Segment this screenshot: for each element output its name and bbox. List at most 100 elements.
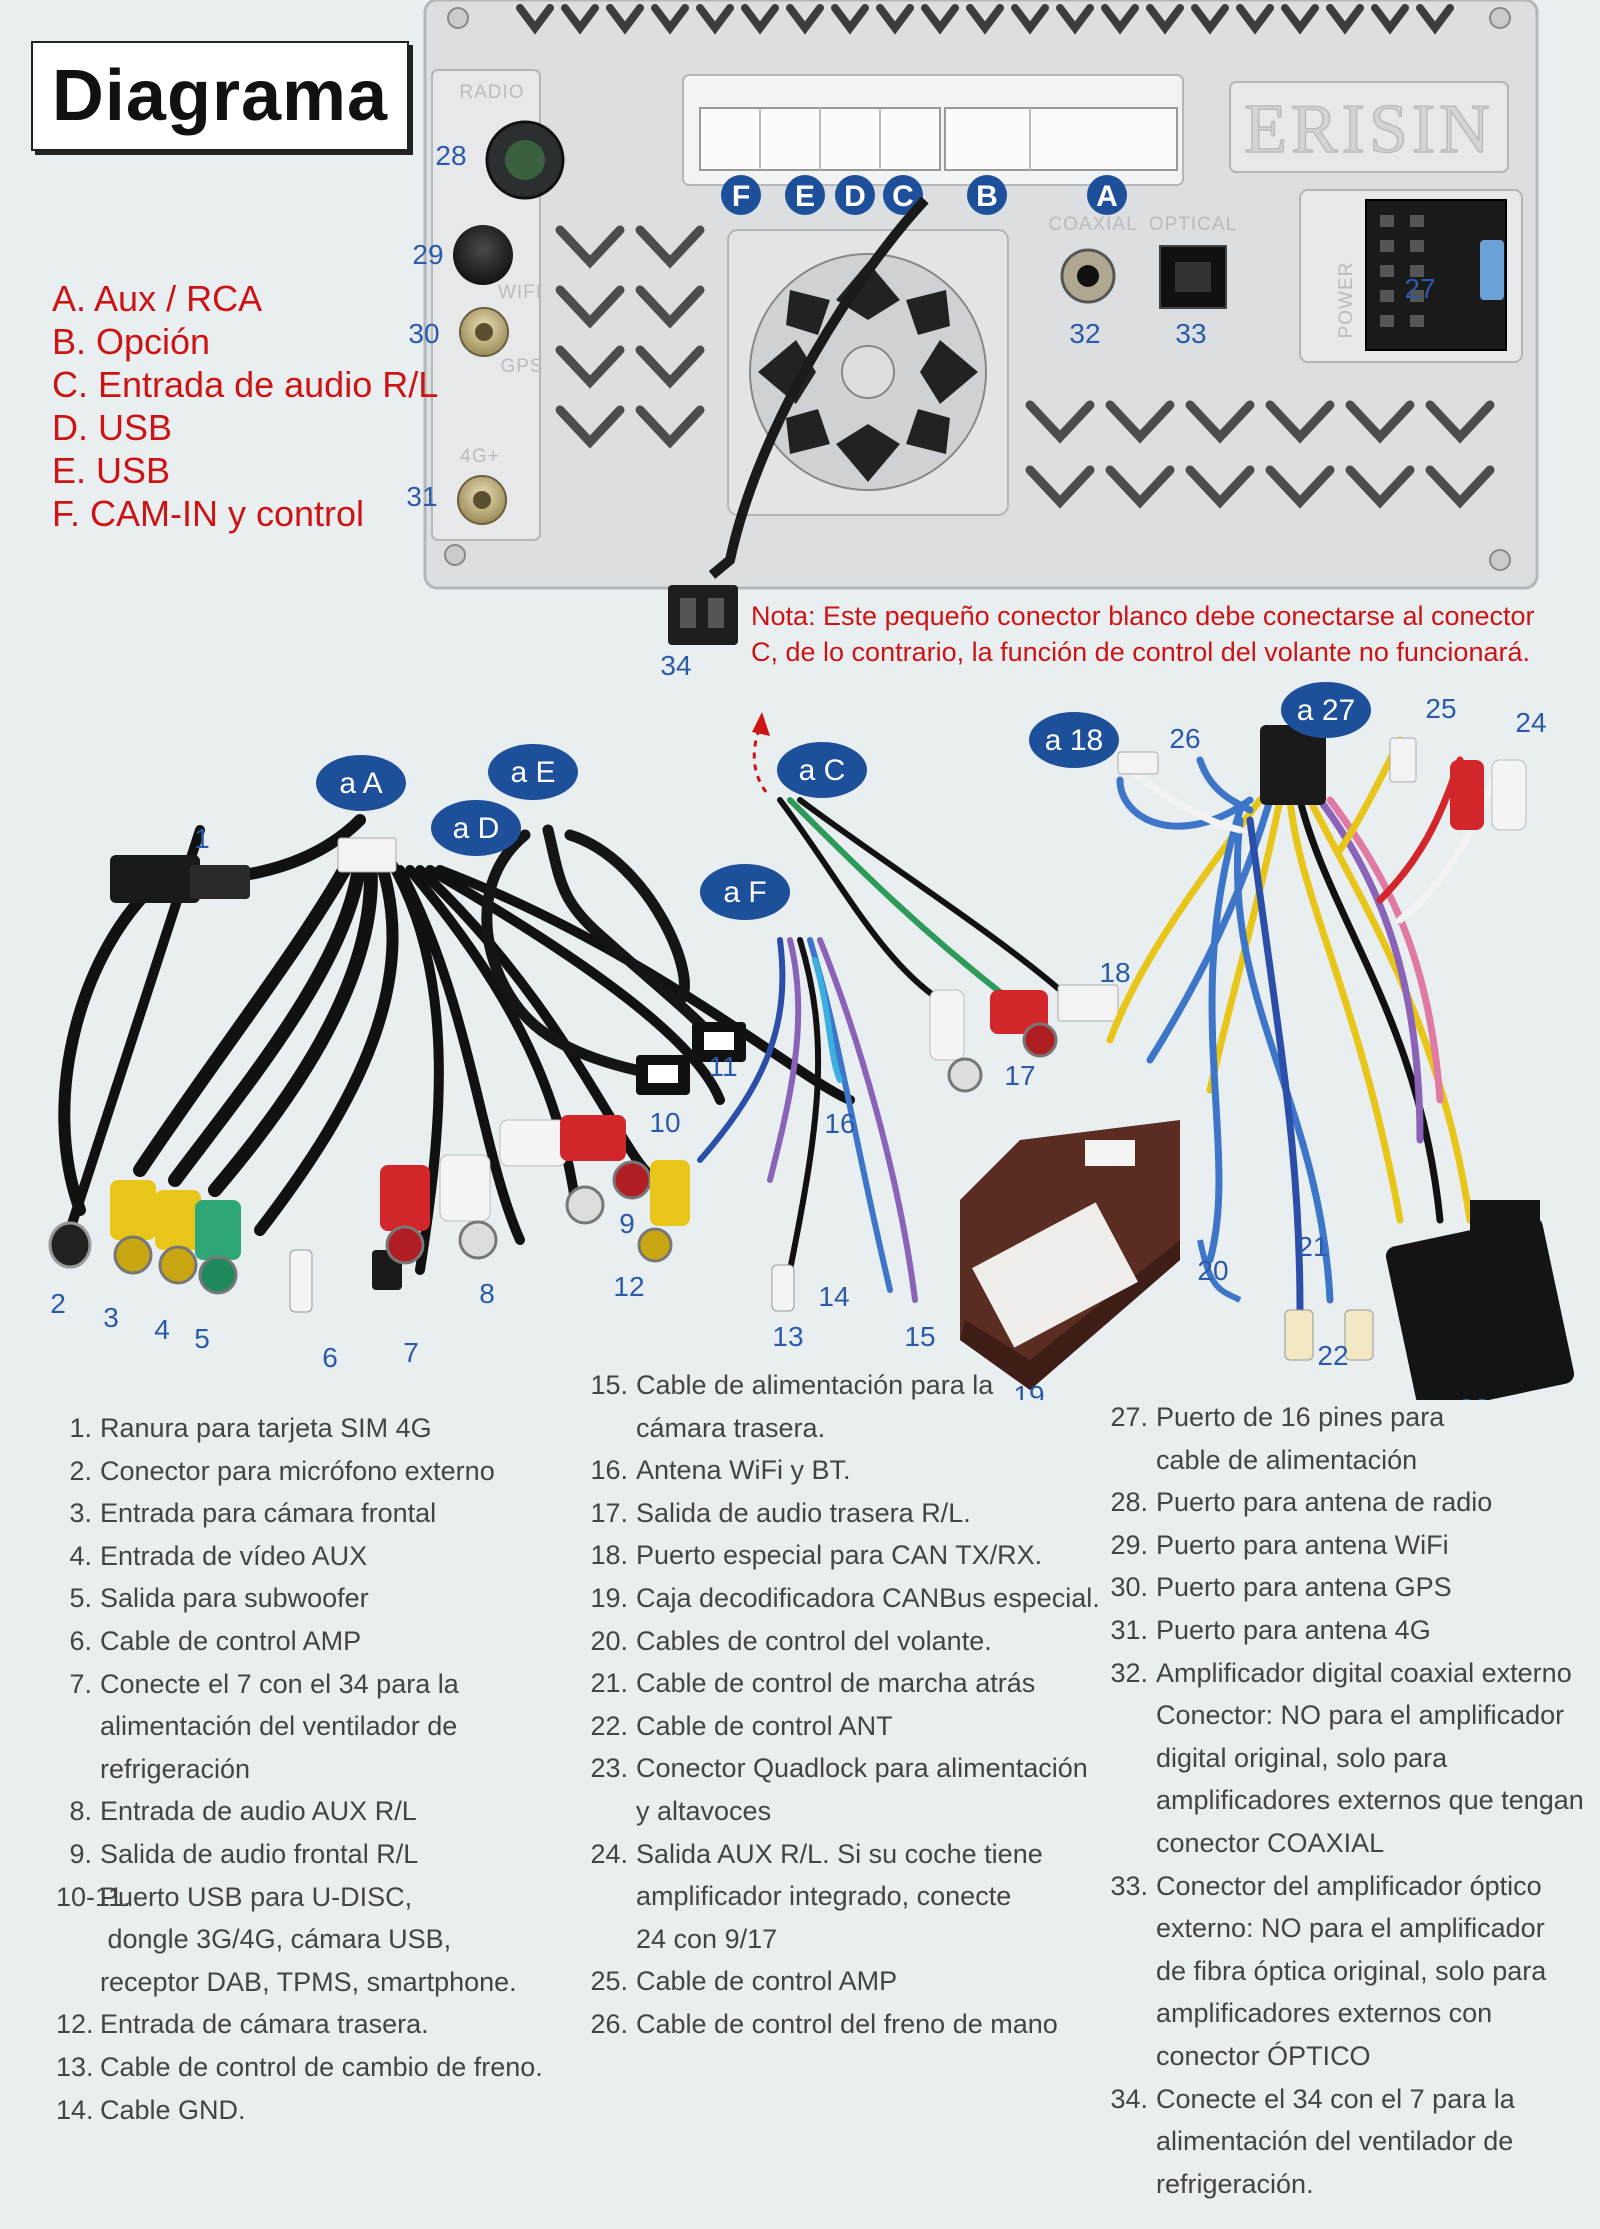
description-item: 31.Puerto para antena 4G xyxy=(1096,1609,1584,1652)
callout-10: 10 xyxy=(649,1107,680,1138)
item-text: amplificadores externos con xyxy=(1156,1998,1493,2029)
item-number xyxy=(1096,1950,1156,1993)
fourg-label: 4G+ xyxy=(460,446,499,467)
item-number xyxy=(56,1748,100,1791)
note-arrow xyxy=(752,721,768,793)
item-number: 33. xyxy=(1110,1870,1148,1901)
callout-17: 17 xyxy=(1004,1060,1035,1091)
wifi-antenna-cap xyxy=(453,225,513,285)
callout-16: 16 xyxy=(824,1108,855,1139)
usb-cables xyxy=(481,824,721,1086)
port-letter-a: A xyxy=(1096,180,1118,213)
item-number: 30. xyxy=(1110,1572,1148,1603)
description-item: 19.Caja decodificadora CANBus especial. xyxy=(576,1577,1100,1620)
item-number: 25. xyxy=(590,1966,628,1997)
description-item: 22.Cable de control ANT xyxy=(576,1705,1100,1748)
item-number xyxy=(1096,2035,1156,2078)
connector-bubbles: a A a E a D a F a C a 18 a 27 xyxy=(316,682,1371,920)
description-item: 29.Puerto para antena WiFi xyxy=(1096,1524,1584,1567)
legend-item: B. Opción xyxy=(52,321,211,362)
item-text: Salida de audio trasera R/L. xyxy=(636,1497,971,1528)
description-item: externo: NO para el amplificador xyxy=(1096,1907,1584,1950)
item-text: Entrada de cámara trasera. xyxy=(100,2009,429,2040)
description-item: alimentación del ventilador de xyxy=(56,1705,543,1748)
item-number: 8. xyxy=(69,1796,92,1827)
fan-connector xyxy=(668,585,738,645)
power-label: POWER xyxy=(1336,262,1357,339)
callout-6: 6 xyxy=(322,1342,338,1373)
callout-30: 30 xyxy=(408,318,439,349)
item-text: Cable GND. xyxy=(100,2094,246,2125)
callout-18: 18 xyxy=(1099,957,1130,988)
item-text: conector ÓPTICO xyxy=(1156,2040,1371,2071)
description-item: 33.Conector del amplificador óptico xyxy=(1096,1865,1584,1908)
callout-9: 9 xyxy=(619,1208,635,1239)
description-item: 30.Puerto para antena GPS xyxy=(1096,1566,1584,1609)
item-number xyxy=(576,1790,636,1833)
fan-cable xyxy=(708,196,929,579)
description-item: y altavoces xyxy=(576,1790,1100,1833)
item-number xyxy=(576,1875,636,1918)
item-number: 17. xyxy=(590,1497,628,1528)
description-item: 12.Entrada de cámara trasera. xyxy=(56,2003,543,2046)
description-item: 23.Conector Quadlock para alimentación xyxy=(576,1747,1100,1790)
description-item: 2.Conector para micrófono externo xyxy=(56,1450,543,1493)
item-number xyxy=(1096,1822,1156,1865)
bubble-a-e: a E xyxy=(510,756,555,789)
callout-2: 2 xyxy=(50,1288,66,1319)
callout-1: 1 xyxy=(194,823,210,854)
item-number: 18. xyxy=(590,1540,628,1571)
callout-11: 11 xyxy=(708,1051,737,1082)
item-number: 28. xyxy=(1110,1487,1148,1518)
harness-c xyxy=(777,797,1063,1003)
item-text: Entrada de vídeo AUX xyxy=(100,1540,368,1571)
callout-8: 8 xyxy=(479,1278,495,1309)
callout-29: 29 xyxy=(412,239,443,270)
item-number: 5. xyxy=(69,1583,92,1614)
description-item: 13.Cable de control de cambio de freno. xyxy=(56,2046,543,2089)
item-number xyxy=(56,1705,100,1748)
item-text: refrigeración xyxy=(100,1753,251,1784)
item-number xyxy=(1096,1992,1156,2035)
item-text: Conector para micrófono externo xyxy=(100,1455,495,1486)
aux-out-rca-24 xyxy=(1450,759,1527,831)
item-text: Caja decodificadora CANBus especial. xyxy=(636,1582,1100,1613)
description-item: cámara trasera. xyxy=(576,1407,1100,1450)
quadlock-connector xyxy=(1385,1200,1575,1400)
item-number: 26. xyxy=(590,2008,628,2039)
description-item: 24 con 9/17 xyxy=(576,1918,1100,1961)
item-text: Salida de audio frontal R/L xyxy=(100,1838,419,1869)
side-vents-right xyxy=(1025,400,1495,509)
item-text: Entrada de audio AUX R/L xyxy=(100,1796,417,1827)
item-text: Puerto para antena 4G xyxy=(1156,1614,1431,1645)
item-number: 15. xyxy=(590,1370,628,1400)
description-item: 6.Cable de control AMP xyxy=(56,1620,543,1663)
item-text: receptor DAB, TPMS, smartphone. xyxy=(100,1966,517,1997)
item-text: conector COAXIAL xyxy=(1156,1827,1385,1858)
item-text: Conector: NO para el amplificador xyxy=(1156,1700,1565,1731)
item-number: 7. xyxy=(69,1668,92,1699)
sim-slot xyxy=(110,855,200,903)
item-number xyxy=(576,1918,636,1961)
item-number xyxy=(1096,1737,1156,1780)
item-number: 14. xyxy=(56,2094,94,2125)
callout-20: 20 xyxy=(1197,1255,1228,1286)
item-number: 13. xyxy=(56,2051,94,2082)
description-item: 20.Cables de control del volante. xyxy=(576,1620,1100,1663)
description-item: amplificadores externos que tengan xyxy=(1096,1779,1584,1822)
callout-27: 27 xyxy=(1404,273,1435,304)
bubble-a-18: a 18 xyxy=(1045,724,1103,757)
port-letter-f: F xyxy=(732,180,750,213)
description-item: alimentación del ventilador de xyxy=(1096,2120,1584,2163)
optical-label: OPTICAL xyxy=(1149,214,1237,235)
coaxial-label: COAXIAL xyxy=(1048,214,1137,235)
description-item: 3.Entrada para cámara frontal xyxy=(56,1492,543,1535)
item-text: Amplificador digital coaxial externo xyxy=(1156,1657,1572,1688)
item-text: alimentación del ventilador de xyxy=(100,1711,458,1742)
description-item: receptor DAB, TPMS, smartphone. xyxy=(56,1961,543,2004)
callout-28: 28 xyxy=(435,140,466,171)
port-letter-b: B xyxy=(976,180,998,213)
item-text: y altavoces xyxy=(636,1795,772,1826)
